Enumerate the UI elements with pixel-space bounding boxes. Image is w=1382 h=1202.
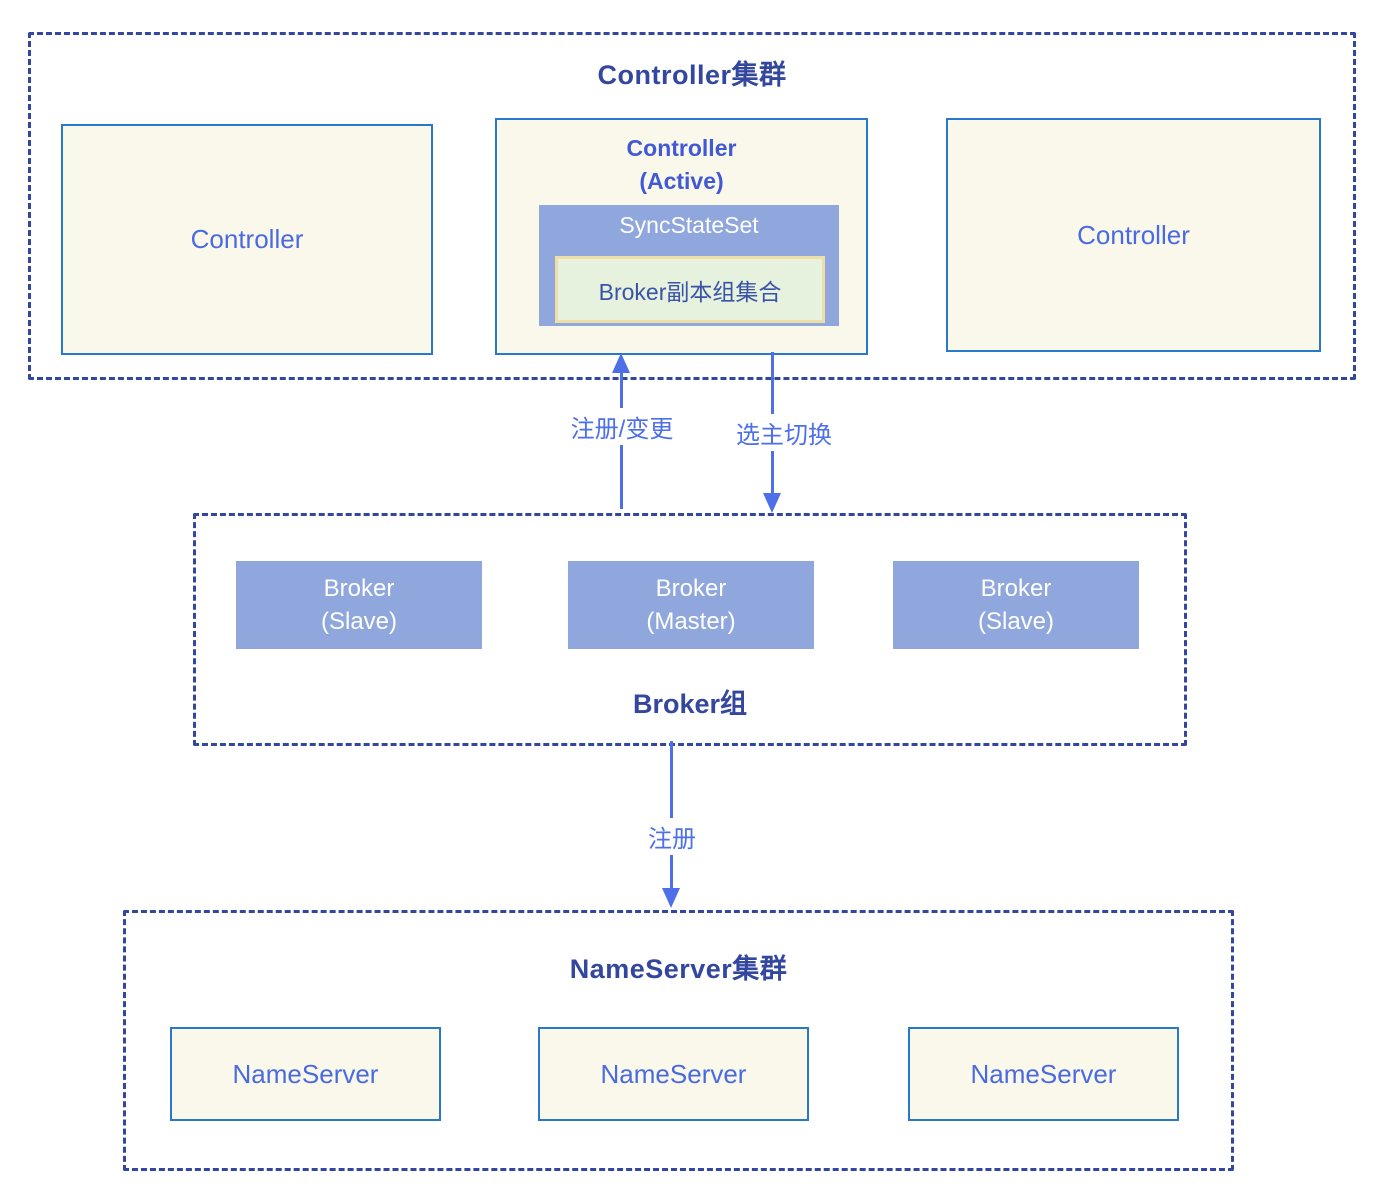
broker-node-label-line2: (Master) [646, 608, 736, 635]
controller-node-right: Controller [946, 118, 1321, 352]
controller-active-title: Controller (Active) [497, 132, 866, 198]
broker-node-slave-right: Broker (Slave) [893, 561, 1139, 649]
controller-node-active: Controller (Active) SyncStateSet Broker副… [495, 118, 868, 355]
register-arrow-line [670, 741, 673, 888]
broker-node-master: Broker (Master) [568, 561, 814, 649]
broker-group-title: Broker组 [632, 689, 748, 719]
broker-node-slave-left: Broker (Slave) [236, 561, 482, 649]
nameserver-node-right: NameServer [908, 1027, 1179, 1121]
sync-state-set-label: SyncStateSet [619, 212, 759, 238]
nameserver-node-label: NameServer [232, 1058, 379, 1089]
register-change-edge-label: 注册/变更 [565, 408, 679, 445]
sync-state-set-box: SyncStateSet Broker副本组集合 [539, 205, 839, 326]
controller-cluster-box: Controller集群 Controller Controller (Acti… [28, 32, 1356, 380]
register-arrowhead-icon [662, 888, 680, 908]
leader-switch-arrowhead-icon [763, 493, 781, 513]
nameserver-node-label: NameServer [600, 1058, 747, 1089]
broker-node-label-line1: Broker [655, 575, 727, 602]
broker-node-label-line1: Broker [980, 575, 1052, 602]
register-change-arrowhead-icon [612, 353, 630, 373]
nameserver-node-middle: NameServer [538, 1027, 809, 1121]
nameserver-cluster-title: NameServer集群 [569, 954, 788, 984]
controller-node-left: Controller [61, 124, 433, 355]
nameserver-node-left: NameServer [170, 1027, 441, 1121]
controller-cluster-title: Controller集群 [597, 60, 787, 90]
nameserver-cluster-box: NameServer集群 NameServer NameServer NameS… [123, 910, 1234, 1171]
broker-node-label-line1: Broker [323, 575, 395, 602]
broker-node-label-line2: (Slave) [320, 608, 398, 635]
controller-node-right-label: Controller [1077, 219, 1190, 250]
controller-active-title-line2: (Active) [639, 168, 724, 194]
controller-active-title-line1: Controller [626, 135, 737, 161]
nameserver-node-label: NameServer [970, 1058, 1117, 1089]
broker-replica-group-label: Broker副本组集合 [598, 278, 782, 305]
leader-switch-edge-label: 选主切换 [731, 414, 837, 451]
broker-node-label-line2: (Slave) [977, 608, 1055, 635]
controller-node-left-label: Controller [190, 224, 304, 254]
broker-replica-group-box: Broker副本组集合 [555, 256, 825, 323]
register-edge-label: 注册 [643, 818, 701, 855]
broker-group-box: Broker (Slave) Broker (Master) Broker (S… [193, 513, 1187, 746]
